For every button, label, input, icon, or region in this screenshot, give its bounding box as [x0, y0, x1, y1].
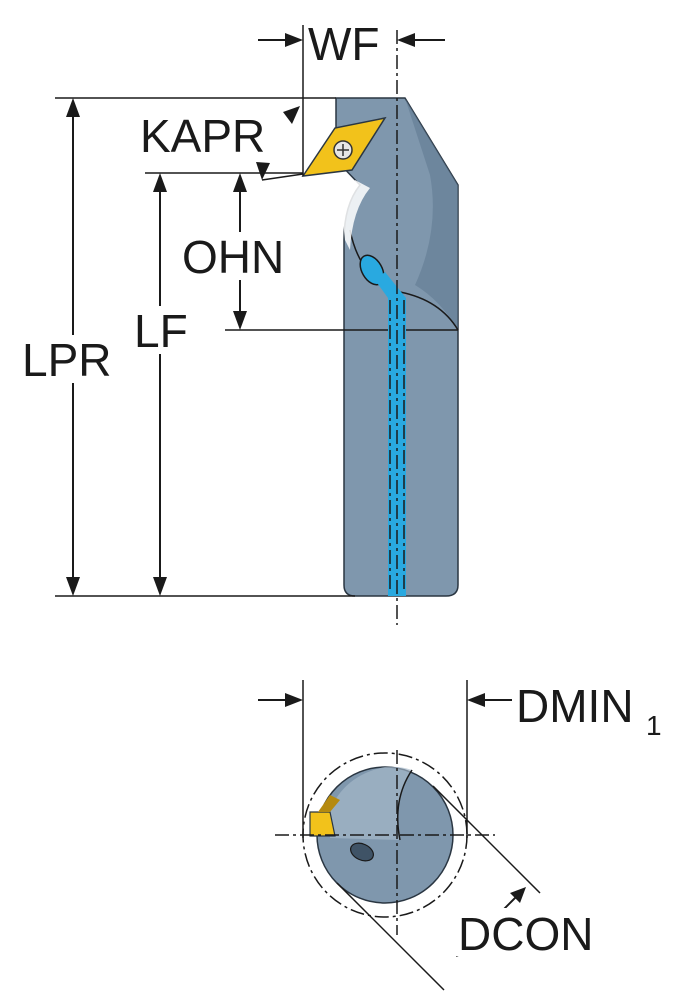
wf-label: WF	[308, 18, 380, 70]
tool-end-view	[275, 750, 495, 935]
dcon-label: DCON	[458, 908, 593, 960]
cutting-insert	[301, 116, 387, 177]
coolant-channel	[388, 298, 406, 596]
kapr-leader	[261, 173, 304, 181]
kapr-label: KAPR	[140, 110, 265, 162]
dmin-arrow-left	[285, 693, 303, 707]
lf-arrow-bottom	[153, 577, 167, 596]
lpr-label-bg	[20, 335, 126, 383]
kapr-arrow-bottom	[256, 162, 270, 180]
head-profile	[330, 766, 412, 840]
chip-pocket	[343, 180, 370, 250]
dcon-arrow-upper	[510, 887, 526, 903]
wf-arrow-right	[397, 33, 415, 47]
dmin-label: DMIN	[516, 680, 634, 732]
tool-flank-shading	[405, 98, 458, 330]
dcon-extension-upper	[432, 785, 541, 894]
dmin-subscript: 1	[646, 710, 662, 741]
lf-arrow-top	[153, 173, 167, 192]
lf-label-bg	[132, 306, 194, 354]
lpr-arrow-bottom	[66, 577, 80, 596]
tool-side-view	[301, 30, 459, 625]
end-coolant-hole	[350, 842, 374, 862]
coolant-channel-bend	[375, 272, 406, 298]
ohn-arrow-top	[233, 173, 247, 192]
ohn-label: OHN	[182, 231, 284, 283]
dimensions-side: WF KAPR OHN LF LPR	[20, 18, 445, 597]
ohn-label-bg	[180, 232, 298, 280]
lpr-label: LPR	[22, 334, 111, 386]
wf-arrow-left	[285, 33, 303, 47]
dimensions-end: DMIN 1 DCON	[258, 680, 662, 991]
dcon-label-bg	[455, 908, 607, 956]
end-view-insert	[309, 811, 336, 837]
end-view-insert-flank	[318, 795, 340, 812]
dcon-extension-lower	[336, 882, 445, 991]
ohn-arrow-bottom	[233, 311, 247, 330]
lf-label: LF	[134, 305, 188, 357]
kapr-arrow-top	[283, 106, 300, 124]
lpr-arrow-top	[66, 98, 80, 117]
dmin-arrow-right	[467, 693, 485, 707]
torx-icon	[337, 144, 349, 156]
head-edge	[397, 769, 413, 841]
